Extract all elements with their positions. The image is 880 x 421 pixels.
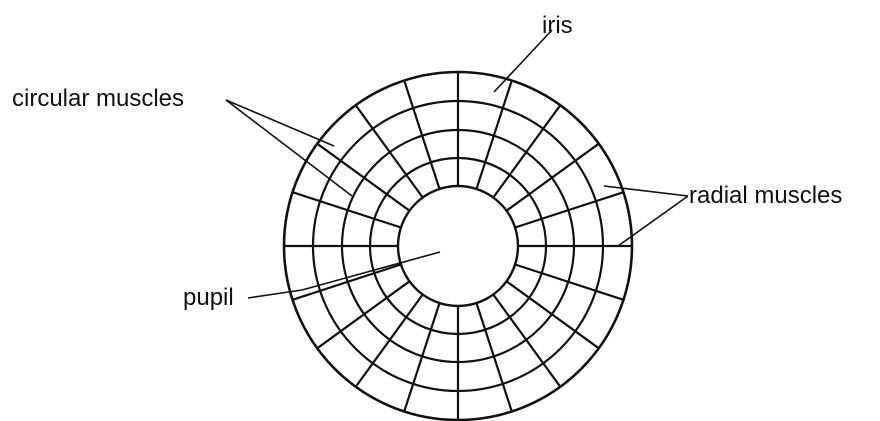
pupil-boundary: [398, 186, 518, 306]
radial-muscles-leader-line-2: [618, 196, 688, 246]
pupil-leader-line: [248, 252, 440, 298]
radial-muscles-label: radial muscles: [689, 182, 842, 209]
iris-label: iris: [542, 12, 573, 39]
diagram-labels: iris circular muscles radial muscles pup…: [12, 12, 842, 311]
pupil-label: pupil: [183, 284, 234, 311]
circular-muscles-leader-line-2: [226, 100, 352, 196]
radial-spokes: [284, 72, 632, 420]
circular-muscles-leader-line-1: [226, 100, 334, 146]
circular-muscles-label: circular muscles: [12, 85, 184, 112]
iris-leader-line: [494, 30, 552, 92]
